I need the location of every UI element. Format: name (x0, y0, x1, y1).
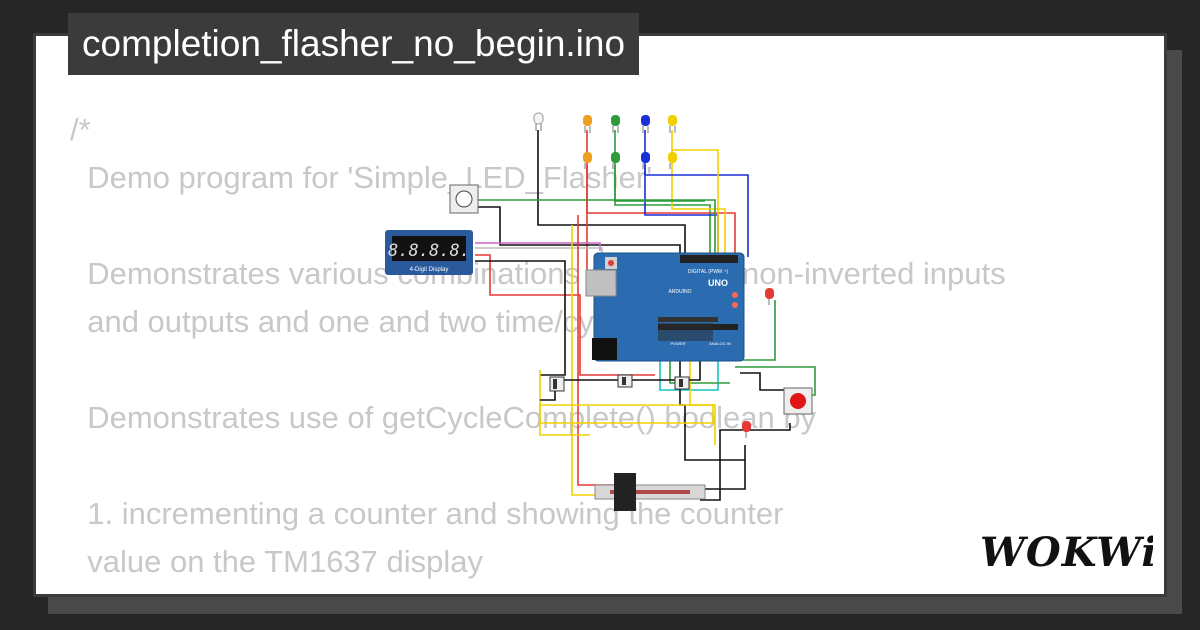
wire (537, 130, 686, 255)
wire (475, 254, 655, 376)
led-blue (641, 115, 650, 133)
wire (740, 372, 790, 391)
power-label: POWER (670, 341, 685, 346)
tm1637-display: 8.8.8.8. 4-Digit Display (385, 230, 473, 275)
code-line: 1. incrementing a counter and showing th… (70, 496, 784, 531)
wire (475, 199, 716, 255)
wire (475, 260, 566, 376)
led-red (742, 421, 751, 438)
code-line: Demonstrates use of getCycleComplete() b… (70, 400, 817, 435)
wire (700, 423, 791, 501)
led-red (765, 288, 774, 305)
wire (614, 165, 705, 202)
analog-label: ANALOG IN (709, 341, 731, 346)
wire (586, 130, 736, 255)
board-brand: ARDUINO (668, 289, 691, 295)
logo-text: WOKWi (980, 529, 1153, 576)
slide-switch (674, 376, 690, 390)
code-line: /* (70, 112, 91, 147)
code-line: Demo program for 'Simple_LED_Flasher' (70, 160, 653, 195)
wire (671, 130, 726, 255)
led-orange (583, 115, 592, 133)
digital-label: DIGITAL (PWM ~) (688, 269, 728, 275)
led-blue (641, 152, 650, 169)
code-line: value on the TM1637 display (70, 544, 484, 579)
wokwi-wordmark-logo: WOKWi (980, 529, 1153, 576)
wire (614, 130, 711, 255)
display-label: 4-Digit Display (410, 267, 449, 273)
slide-switch (549, 376, 565, 392)
board-model: UNO (708, 278, 728, 288)
led-yellow (668, 152, 677, 169)
led-row-top (533, 112, 677, 133)
led-row-second (583, 152, 677, 169)
led-green (611, 115, 620, 133)
wire (671, 149, 719, 255)
circuit-diagram: 8.8.8.8. 4-Digit Display DIGITAL (PWM ~)… (385, 112, 816, 511)
wire (475, 247, 603, 255)
slide-switch (617, 374, 633, 388)
led-green (611, 152, 620, 169)
pushbutton (449, 184, 479, 214)
wire (468, 206, 681, 255)
wire (644, 165, 749, 257)
wire (735, 300, 776, 361)
led-yellow (668, 115, 677, 133)
pushbutton-red (783, 387, 813, 415)
project-title: completion_flasher_no_begin.ino (68, 13, 640, 75)
wire (539, 404, 716, 445)
display-digits: 8.8.8.8. (388, 241, 470, 261)
wire (705, 445, 746, 490)
wire (644, 130, 719, 255)
led-orange (583, 152, 592, 169)
arduino-uno-board: DIGITAL (PWM ~) UNO ARDUINO POWER ANALOG… (585, 252, 745, 362)
led-white (533, 112, 544, 131)
slide-potentiometer (594, 473, 706, 511)
